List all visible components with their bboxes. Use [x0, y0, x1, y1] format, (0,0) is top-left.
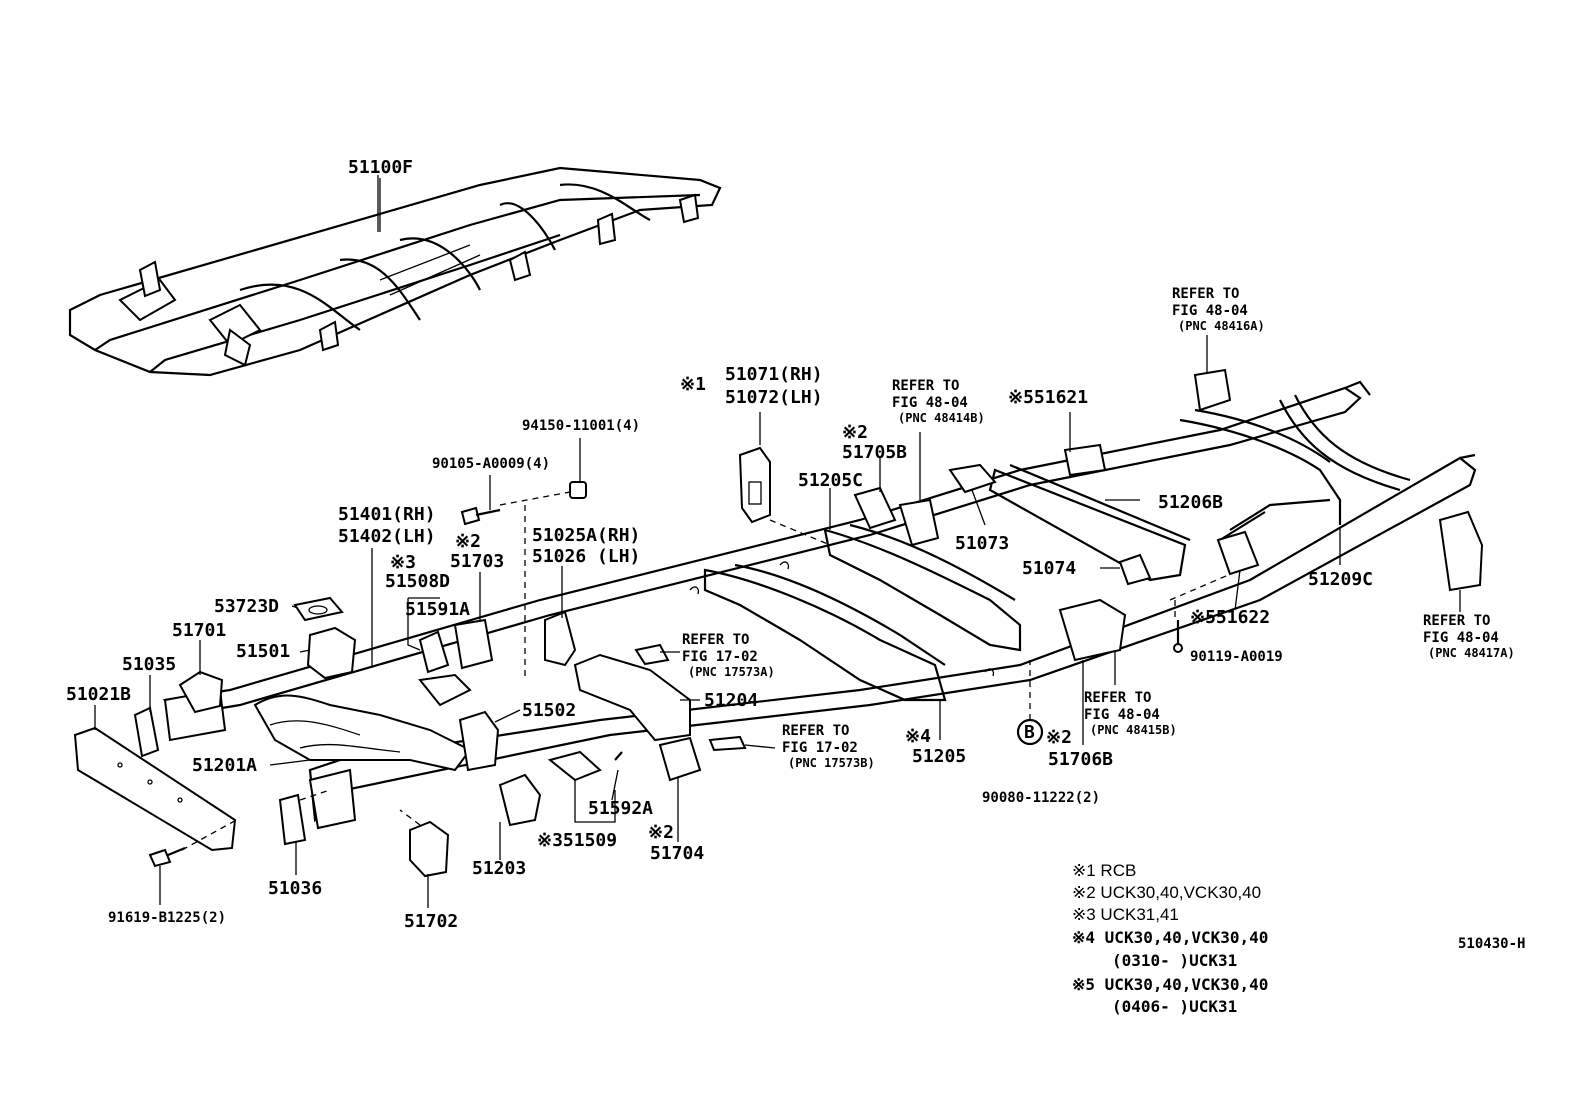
mark-4-51205: ※4	[905, 726, 931, 747]
ref-48416a-line2: FIG 48-04	[1172, 303, 1248, 319]
circle-b-label: B	[1024, 722, 1035, 743]
label-51026: 51026 (LH)	[532, 546, 640, 567]
ref-48417a-line2: FIG 48-04	[1423, 630, 1499, 646]
ref-17573b-line2: FIG 17-02	[782, 740, 858, 756]
label-51074: 51074	[1022, 558, 1076, 579]
label-51502: 51502	[522, 700, 576, 721]
label-51036: 51036	[268, 878, 322, 899]
ref-17573b-line1: REFER TO	[782, 723, 849, 739]
label-51021b: 51021B	[66, 684, 131, 705]
label-51205: 51205	[912, 746, 966, 767]
label-51072: 51072(LH)	[725, 387, 823, 408]
leader-lines	[94, 178, 1461, 908]
label-51035: 51035	[122, 654, 176, 675]
label-90119: 90119-A0019	[1190, 649, 1283, 665]
label-90080: 90080-11222(2)	[982, 790, 1100, 806]
parts-illustrations	[73, 368, 1484, 878]
note-4-cont: (0310- )UCK31	[1112, 951, 1237, 970]
ref-48416a-line3: (PNC 48416A)	[1178, 319, 1265, 333]
ref-17573a-line2: FIG 17-02	[682, 649, 758, 665]
ref-48414b-line2: FIG 48-04	[892, 395, 968, 411]
label-51201a: 51201A	[192, 755, 257, 776]
label-51100f: 51100F	[348, 157, 413, 178]
ref-48416a-line1: REFER TO	[1172, 286, 1239, 302]
label-51702: 51702	[404, 911, 458, 932]
label-91619: 91619-B1225(2)	[108, 910, 226, 926]
label-51501: 51501	[236, 641, 290, 662]
mark-2-51705b: ※2	[842, 422, 868, 443]
label-51205c: 51205C	[798, 470, 863, 491]
label-53723d: 53723D	[214, 596, 279, 617]
ref-17573a-line1: REFER TO	[682, 632, 749, 648]
ref-17573b-line3: (PNC 17573B)	[788, 756, 875, 770]
label-51401: 51401(RH)	[338, 504, 436, 525]
label-51204: 51204	[704, 690, 758, 711]
label-51622: ※551622	[1190, 607, 1270, 628]
label-51701: 51701	[172, 620, 226, 641]
label-51705b: 51705B	[842, 442, 907, 463]
label-51209c: 51209C	[1308, 569, 1373, 590]
label-51071: 51071(RH)	[725, 364, 823, 385]
frame-assembly-illustration	[68, 166, 722, 377]
label-51704: 51704	[650, 843, 704, 864]
label-51402: 51402(LH)	[338, 526, 436, 547]
label-51703: 51703	[450, 551, 504, 572]
applicability-notes: ※1 RCB ※2 UCK30,40,VCK30,40 ※3 UCK31,41 …	[1072, 861, 1268, 1016]
label-51592a: 51592A	[588, 798, 653, 819]
note-2: ※2 UCK30,40,VCK30,40	[1072, 883, 1261, 902]
label-51591a: 51591A	[405, 599, 470, 620]
mark-3-51508d: ※3	[390, 552, 416, 573]
label-551621: ※551621	[1008, 387, 1088, 408]
note-1: ※1 RCB	[1072, 861, 1136, 880]
mark-1-51071: ※1	[680, 374, 706, 395]
ref-48414b-line1: REFER TO	[892, 378, 959, 394]
mark-2-51703: ※2	[455, 531, 481, 552]
ref-48417a-line1: REFER TO	[1423, 613, 1490, 629]
note-5-cont: (0406- )UCK31	[1112, 997, 1237, 1016]
figure-code: 510430-H	[1458, 936, 1525, 952]
mark-2-51706b: ※2	[1046, 727, 1072, 748]
label-51203: 51203	[472, 858, 526, 879]
ref-48415b-line2: FIG 48-04	[1084, 707, 1160, 723]
label-51206b: 51206B	[1158, 492, 1223, 513]
ref-17573a-line3: (PNC 17573A)	[688, 665, 775, 679]
ref-48414b-line3: (PNC 48414B)	[898, 411, 985, 425]
label-94150: 94150-11001(4)	[522, 418, 640, 434]
label-51508d: 51508D	[385, 571, 450, 592]
label-51025a: 51025A(RH)	[532, 525, 640, 546]
ref-48415b-line3: (PNC 48415B)	[1090, 723, 1177, 737]
mark-2-51704: ※2	[648, 822, 674, 843]
label-51509: ※351509	[537, 830, 617, 851]
ref-48417a-line3: (PNC 48417A)	[1428, 646, 1515, 660]
part-labels: 51100F REFER TO FIG 48-04 (PNC 48416A) ※…	[66, 157, 1525, 952]
note-4: ※4 UCK30,40,VCK30,40	[1072, 928, 1268, 947]
label-51706b: 51706B	[1048, 749, 1113, 770]
label-90105: 90105-A0009(4)	[432, 456, 550, 472]
ref-48415b-line1: REFER TO	[1084, 690, 1151, 706]
note-5: ※5 UCK30,40,VCK30,40	[1072, 975, 1268, 994]
note-3: ※3 UCK31,41	[1072, 905, 1179, 924]
label-51073: 51073	[955, 533, 1009, 554]
